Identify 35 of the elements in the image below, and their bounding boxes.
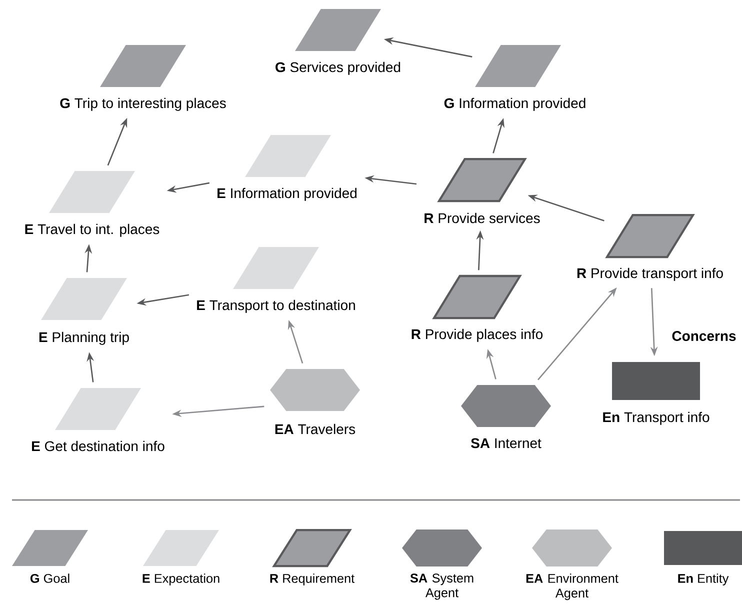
node-label: G Trip to interesting places <box>60 98 226 111</box>
node-label: R Provide transport info <box>577 268 723 281</box>
node-label: R Provide places info <box>412 328 543 342</box>
goal-node: G Information provided <box>444 45 586 111</box>
requirement-node: R Provide transport info <box>577 214 723 281</box>
legend-label: E Expectation <box>142 574 220 586</box>
goal-node: G Trip to interesting places <box>60 45 226 111</box>
node-label: E Travel to int. places <box>25 224 160 237</box>
node-label: E Information provided <box>218 188 356 201</box>
requirement-node: R Provide services <box>424 158 540 224</box>
node-label: E Transport to destination <box>197 300 355 313</box>
node-label: G Information provided <box>444 98 586 111</box>
legend-label: R Requirement <box>270 574 354 586</box>
environment-agent-node: EA Travelers <box>270 369 360 434</box>
expectation-node: E Planning trip <box>39 278 129 345</box>
node-label: En Transport info <box>603 412 710 425</box>
system-agent-node: SA Internet <box>461 385 551 448</box>
goal-node: G Services provided <box>276 9 400 75</box>
expectation-node: E Travel to int. places <box>25 171 160 237</box>
node-label: E Get destination info <box>32 440 164 452</box>
legend-label: EA Environment Agent <box>526 574 618 600</box>
node-label: SA Internet <box>470 438 542 448</box>
expectation-node: E Transport to destination <box>197 247 355 313</box>
node-label: G Services provided <box>276 62 400 75</box>
expectation-node: E Information provided <box>218 135 356 201</box>
requirement-node: R Provide places info <box>412 274 543 342</box>
edge-label: Concerns <box>670 330 738 342</box>
legend-label: G Goal <box>30 574 70 583</box>
legend-label: SA System Agent <box>410 574 474 600</box>
node-label: E Planning trip <box>39 332 129 345</box>
node-label: R Provide services <box>424 212 540 224</box>
entity-node: En Transport info <box>603 362 710 425</box>
node-label: EA Travelers <box>275 424 356 434</box>
legend-label: En Entity <box>678 574 729 586</box>
expectation-node: E Get destination info <box>32 388 164 452</box>
